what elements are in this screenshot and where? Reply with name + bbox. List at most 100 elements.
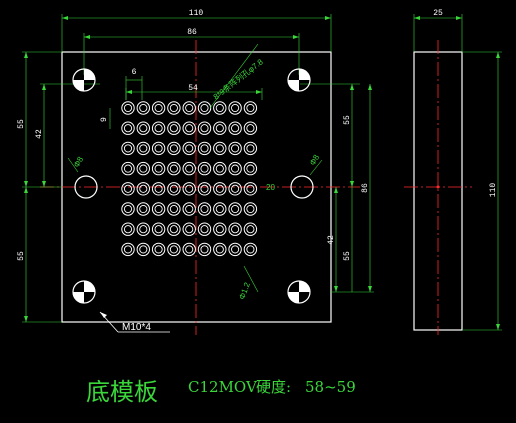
array-hole <box>213 242 227 257</box>
dim-array-width-label: 54 <box>188 84 198 93</box>
pin-hole-left <box>74 175 98 199</box>
array-hole <box>197 222 212 236</box>
array-hole-inner <box>123 103 133 113</box>
dim-left-upper: 55 <box>17 51 62 188</box>
array-hole <box>243 121 258 135</box>
array-hole <box>121 242 135 257</box>
array-hole-inner <box>231 103 240 113</box>
dim-pitch: 6 <box>125 68 143 100</box>
array-hole-inner <box>139 144 148 153</box>
mount-hole-top-left <box>72 68 96 92</box>
dim-side-thickness: 25 <box>413 9 463 52</box>
array-hole <box>167 121 181 135</box>
dim-right-upper-label: 55 <box>343 115 352 125</box>
array-hole-inner <box>139 124 148 133</box>
array-hole <box>213 202 227 216</box>
array-hole <box>213 121 227 135</box>
mount-hole-top-right <box>287 68 311 92</box>
hole-note-label: M10*4 <box>122 322 151 333</box>
array-hole-inner <box>139 164 148 173</box>
dim-side-height-label: 110 <box>489 183 498 198</box>
array-hole-inner <box>169 164 178 173</box>
array-hole <box>182 161 196 176</box>
dim-left-upper-label: 55 <box>17 119 26 129</box>
dim-right-inner: 42 <box>327 187 338 292</box>
array-hole <box>136 182 151 196</box>
array-hole-inner <box>200 204 209 214</box>
array-hole <box>243 242 258 257</box>
array-hole <box>151 101 166 115</box>
array-hole-inner <box>169 225 178 234</box>
array-hole-inner <box>123 144 133 153</box>
array-hole-inner <box>246 225 255 234</box>
array-hole <box>136 161 151 176</box>
array-hole <box>151 161 166 176</box>
array-hole <box>136 242 151 257</box>
array-hole <box>151 222 166 236</box>
array-hole <box>167 141 181 156</box>
array-hole <box>243 161 258 176</box>
pin-left-leader <box>67 157 79 173</box>
dim-side-thickness-label: 25 <box>433 9 443 18</box>
center-mark-label: 20 <box>266 183 275 192</box>
mount-hole-bottom-right <box>287 280 311 304</box>
array-hole <box>167 182 181 196</box>
array-hole-inner <box>231 144 240 153</box>
array-hole <box>167 242 181 257</box>
array-hole-inner <box>200 164 209 173</box>
array-hole-inner <box>154 245 163 254</box>
array-hole <box>151 242 166 257</box>
dim-left-lower: 55 <box>17 187 62 323</box>
array-hole-inner <box>185 245 194 254</box>
array-hole-inner <box>215 225 224 234</box>
array-hole <box>228 101 242 115</box>
array-hole-inner <box>169 124 178 133</box>
hardness-label: 硬度: <box>256 378 291 396</box>
array-hole-inner <box>123 225 133 234</box>
array-hole <box>151 202 166 216</box>
array-hole-inner <box>169 204 178 214</box>
array-hole-inner <box>215 144 224 153</box>
array-hole-inner <box>185 124 194 133</box>
array-hole-inner <box>246 144 255 153</box>
array-hole <box>213 222 227 236</box>
array-hole-inner <box>246 124 255 133</box>
array-hole <box>121 121 135 135</box>
array-hole <box>121 161 135 176</box>
array-hole <box>197 101 212 115</box>
array-hole <box>228 222 242 236</box>
array-hole-inner <box>246 164 255 173</box>
dim-right-inner-label: 42 <box>327 235 336 245</box>
array-hole <box>136 222 151 236</box>
dim-pitch-label: 6 <box>132 68 137 77</box>
array-hole-inner <box>169 103 178 113</box>
array-hole <box>228 121 242 135</box>
array-hole <box>243 202 258 216</box>
dim-left-inner: 42 <box>35 83 100 187</box>
array-hole <box>151 141 166 156</box>
array-hole <box>167 222 181 236</box>
array-hole-inner <box>246 184 255 193</box>
array-hole-inner <box>231 225 240 234</box>
material-label: C12MOV <box>188 378 258 396</box>
array-hole-inner <box>139 225 148 234</box>
array-hole <box>213 182 227 196</box>
array-hole-inner <box>246 103 255 113</box>
array-hole <box>136 202 151 216</box>
array-hole-inner <box>185 144 194 153</box>
array-hole <box>182 101 196 115</box>
array-hole-inner <box>200 103 209 113</box>
array-hole-inner <box>123 124 133 133</box>
dim-right-total-label: 86 <box>361 183 370 193</box>
array-hole <box>182 242 196 257</box>
array-hole-inner <box>231 204 240 214</box>
hardness-value: 58~59 <box>305 378 356 396</box>
array-hole-inner <box>215 245 224 254</box>
array-hole <box>228 141 242 156</box>
array-hole-inner <box>200 124 209 133</box>
array-hole <box>243 141 258 156</box>
array-note-label: 8*9条阵列孔φ7.8 <box>211 56 265 101</box>
array-hole-inner <box>169 184 178 193</box>
array-hole <box>197 182 212 196</box>
